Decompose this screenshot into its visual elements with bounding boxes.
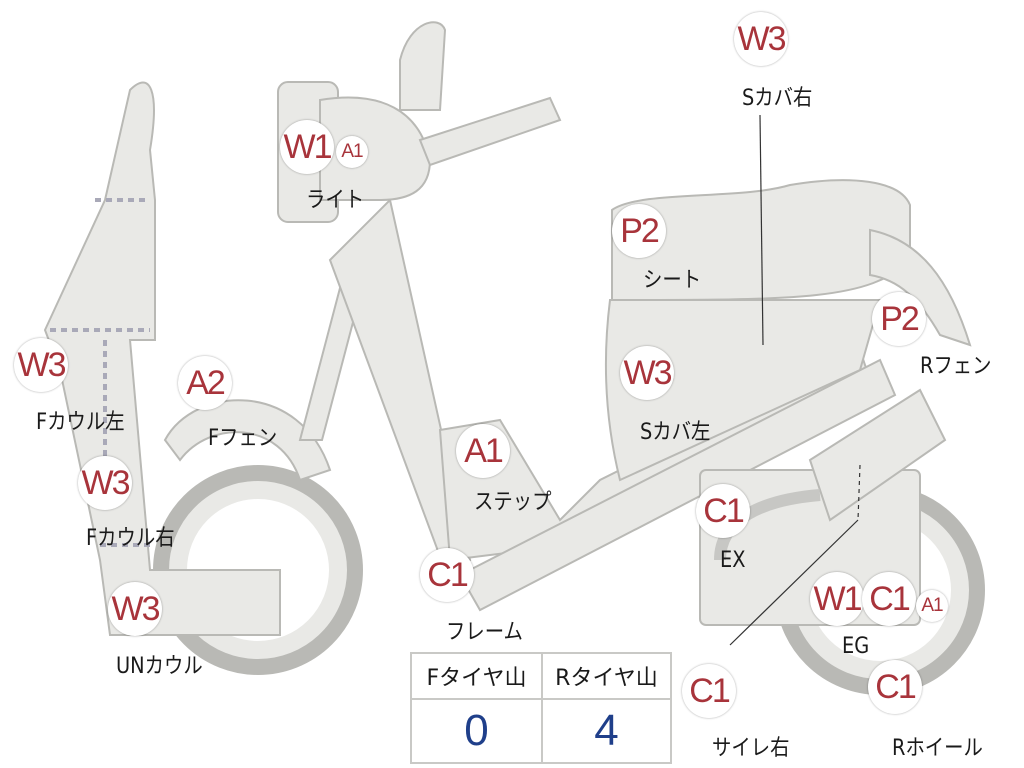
front-tire-value: 0 — [464, 706, 489, 755]
label-step: ステップ — [474, 490, 552, 515]
label-frame: フレーム — [446, 620, 523, 645]
code-badge-engine-2: C1 — [862, 572, 916, 626]
code-badge-r-fender: P2 — [872, 292, 926, 346]
code-badge-step: A1 — [456, 424, 510, 478]
label-r-fender: Rフェン — [920, 354, 992, 379]
label-s-cover-right: Sカバ右 — [742, 86, 813, 111]
tire-tread-table: Fタイヤ山 Rタイヤ山 0 4 — [410, 652, 672, 764]
label-under-cowl: UNカウル — [116, 654, 203, 679]
code-badge-r-wheel: C1 — [868, 660, 922, 714]
label-exhaust: EX — [720, 548, 746, 573]
code-badge-light: W1 — [280, 120, 334, 174]
code-badge-side-stand-right: C1 — [682, 664, 736, 718]
label-side-stand-right: サイレ右 — [712, 736, 790, 761]
code-badge-seat: P2 — [612, 204, 666, 258]
code-badge-engine-3: A1 — [916, 590, 948, 622]
leader-s-cover-right — [759, 114, 764, 346]
label-f-cowl-left: Fカウル左 — [36, 410, 125, 435]
code-badge-s-cover-left: W3 — [620, 346, 674, 400]
code-badge-light-2: A1 — [336, 136, 368, 168]
code-badge-f-fender: A2 — [178, 356, 232, 410]
code-badge-under-cowl: W3 — [108, 582, 162, 636]
frame-shape — [458, 358, 897, 612]
rear-tire-value: 4 — [594, 706, 619, 755]
s-cover-shape — [604, 299, 882, 482]
code-badge-s-cover-right: W3 — [734, 12, 788, 66]
leader-side-stand-right — [729, 519, 859, 646]
r-fender-shape — [869, 228, 972, 347]
code-badge-frame: C1 — [420, 548, 474, 602]
label-f-fender: Fフェン — [208, 426, 278, 451]
muffler-shape — [808, 388, 947, 522]
label-seat: シート — [643, 268, 702, 293]
front-tire-header: Fタイヤ山 — [426, 666, 527, 691]
label-light: ライト — [306, 188, 365, 213]
code-badge-engine: W1 — [810, 572, 864, 626]
rear-tire-header: Rタイヤ山 — [555, 666, 658, 691]
code-badge-f-cowl-right: W3 — [78, 456, 132, 510]
code-badge-exhaust: C1 — [696, 484, 750, 538]
label-r-wheel: Rホイール — [892, 736, 983, 761]
label-engine: EG — [842, 634, 870, 659]
seat-shape — [611, 179, 911, 302]
code-badge-f-cowl-left: W3 — [14, 338, 68, 392]
label-f-cowl-right: Fカウル右 — [86, 526, 175, 551]
label-s-cover-left: Sカバ左 — [640, 420, 711, 445]
